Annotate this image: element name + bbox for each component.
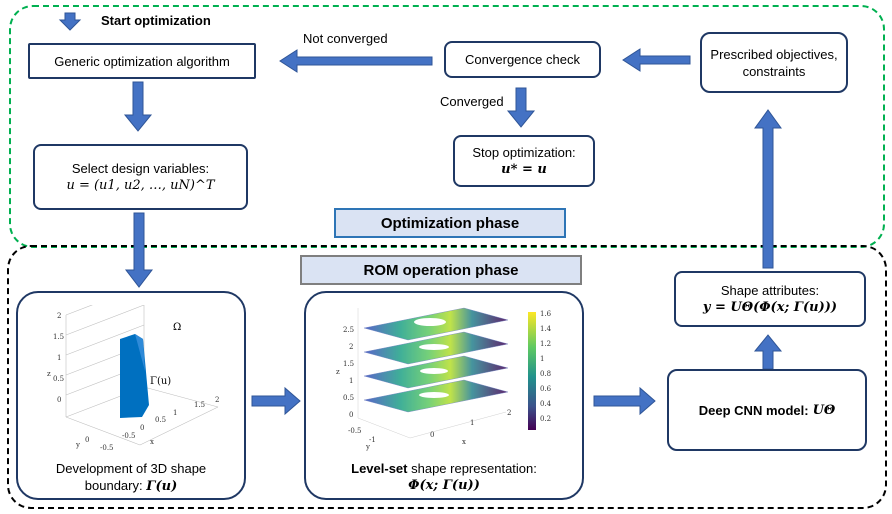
converged-label: Converged bbox=[440, 94, 504, 109]
cnn-to-attributes-arrow bbox=[753, 334, 783, 370]
stop-line1: Stop optimization: bbox=[472, 145, 576, 160]
gamma-label: Γ(u) bbox=[150, 376, 172, 387]
p2-axis-x: x bbox=[462, 438, 466, 446]
p2-ztick-0: 2.5 bbox=[343, 326, 355, 334]
optimization-phase-label: Optimization phase bbox=[334, 208, 566, 238]
p2-caption-line1: Level-set shape representation: bbox=[306, 460, 582, 477]
stop-formula: u* = u bbox=[501, 162, 547, 177]
p1-axis-z: z bbox=[47, 370, 51, 378]
p1-caption-line1: Development of 3D shape bbox=[55, 461, 207, 476]
p1-caption-symbol: Γ(u) bbox=[146, 479, 178, 494]
shape-attr-formula: y = UΘ(Φ(x; Γ(u))) bbox=[702, 300, 838, 315]
prescribed-to-check-arrow bbox=[622, 48, 691, 72]
select-formula: u = (u1, u2, …, uN)^T bbox=[66, 178, 215, 193]
shape-attributes-box: Shape attributes: y = UΘ(Φ(x; Γ(u))) bbox=[674, 271, 866, 327]
shape-boundary-plot bbox=[65, 305, 219, 446]
p1-axis-y: y bbox=[76, 441, 80, 449]
p1-caption-line2: boundary: Γ(u) bbox=[18, 477, 244, 495]
panel1-to-panel2-arrow bbox=[251, 386, 301, 416]
p2-ztick-3: 1 bbox=[349, 377, 354, 385]
p2-caption-bold: Level-set bbox=[351, 461, 408, 476]
level-set-plot bbox=[357, 307, 536, 439]
shape-attr-line1: Shape attributes: bbox=[720, 283, 820, 298]
p1-xtick-4: 1.5 bbox=[194, 401, 206, 409]
p2-cbar-5: 0.6 bbox=[540, 385, 552, 393]
converged-arrow bbox=[506, 87, 536, 128]
p2-caption-symbol: Φ(x; Γ(u)) bbox=[408, 478, 480, 493]
p2-ztick-1: 2 bbox=[349, 343, 354, 351]
panel2-to-cnn-arrow bbox=[593, 386, 656, 416]
generic-algorithm-label: Generic optimization algorithm bbox=[54, 53, 230, 69]
not-converged-arrow bbox=[279, 49, 433, 73]
p1-ztick-1: 1.5 bbox=[53, 333, 65, 341]
p2-xtick-2: 0 bbox=[430, 431, 435, 439]
p1-xtick-2: 0.5 bbox=[155, 416, 167, 424]
convergence-check-label: Convergence check bbox=[465, 52, 580, 67]
cnn-label: Deep CNN model: bbox=[698, 402, 809, 418]
prescribed-line1: Prescribed objectives, bbox=[710, 46, 838, 62]
p2-cbar-0: 1.6 bbox=[540, 310, 552, 318]
p1-caption-word: boundary: bbox=[84, 478, 143, 493]
optimization-phase-region bbox=[9, 5, 885, 248]
p1-ztick-4: 0 bbox=[57, 396, 62, 404]
shape-boundary-caption: Development of 3D shape boundary: Γ(u) bbox=[18, 460, 244, 495]
rom-phase-text: ROM operation phase bbox=[363, 261, 519, 279]
p2-axis-y: y bbox=[366, 443, 370, 451]
p1-ytick-0: 0 bbox=[85, 436, 90, 444]
level-set-caption: Level-set shape representation: Φ(x; Γ(u… bbox=[306, 460, 582, 494]
start-label: Start optimization bbox=[101, 13, 211, 28]
p1-ztick-0: 2 bbox=[57, 312, 62, 320]
generic-algorithm-box: Generic optimization algorithm bbox=[28, 43, 256, 79]
p2-ztick-5: 0 bbox=[349, 411, 354, 419]
select-line1: Select design variables: bbox=[71, 161, 210, 176]
p1-xtick-1: 0 bbox=[140, 424, 145, 432]
omega-label: Ω bbox=[173, 322, 182, 333]
select-variables-box: Select design variables: u = (u1, u2, …,… bbox=[33, 144, 248, 210]
attributes-to-objectives-arrow bbox=[754, 109, 782, 269]
p2-ztick-2: 1.5 bbox=[343, 360, 355, 368]
p2-cbar-2: 1.2 bbox=[540, 340, 552, 348]
p2-cbar-6: 0.4 bbox=[540, 400, 552, 408]
not-converged-label: Not converged bbox=[303, 31, 388, 46]
p1-ztick-3: 0.5 bbox=[53, 375, 65, 383]
p2-xtick-1: -1 bbox=[369, 436, 376, 444]
p2-cbar-7: 0.2 bbox=[540, 415, 552, 423]
p2-ztick-4: 0.5 bbox=[343, 394, 355, 402]
start-arrow bbox=[58, 12, 82, 31]
prescribed-line2: constraints bbox=[742, 63, 806, 79]
rom-phase-region bbox=[7, 245, 887, 509]
prescribed-objectives-box: Prescribed objectives, constraints bbox=[700, 32, 848, 93]
colorbar bbox=[528, 312, 536, 430]
shape-boundary-body bbox=[120, 334, 149, 418]
p2-cbar-1: 1.4 bbox=[540, 325, 552, 333]
p2-xtick-3: 1 bbox=[470, 419, 475, 427]
p2-caption-rest: shape representation: bbox=[407, 461, 537, 476]
p1-xtick-5: 2 bbox=[215, 396, 220, 404]
p2-xtick-0: -0.5 bbox=[348, 427, 362, 435]
select-to-rom-arrow bbox=[124, 212, 154, 288]
p1-xtick-0: -0.5 bbox=[122, 432, 136, 440]
p2-cbar-4: 0.8 bbox=[540, 370, 552, 378]
optimization-phase-text: Optimization phase bbox=[380, 214, 520, 232]
p1-ztick-2: 1 bbox=[57, 354, 62, 362]
stop-optimization-box: Stop optimization: u* = u bbox=[453, 135, 595, 187]
p2-xtick-4: 2 bbox=[507, 409, 512, 417]
rom-phase-label: ROM operation phase bbox=[300, 255, 582, 285]
cnn-model-box: Deep CNN model: UΘ bbox=[667, 369, 867, 451]
p1-axis-x: x bbox=[150, 438, 154, 446]
p2-cbar-3: 1 bbox=[540, 355, 545, 363]
convergence-check-box: Convergence check bbox=[444, 41, 601, 78]
generic-to-select-arrow bbox=[123, 81, 153, 132]
p2-axis-z: z bbox=[336, 368, 340, 376]
p1-ytick-1: -0.5 bbox=[100, 444, 114, 452]
cnn-symbol: UΘ bbox=[812, 402, 836, 418]
p1-xtick-3: 1 bbox=[173, 409, 178, 417]
